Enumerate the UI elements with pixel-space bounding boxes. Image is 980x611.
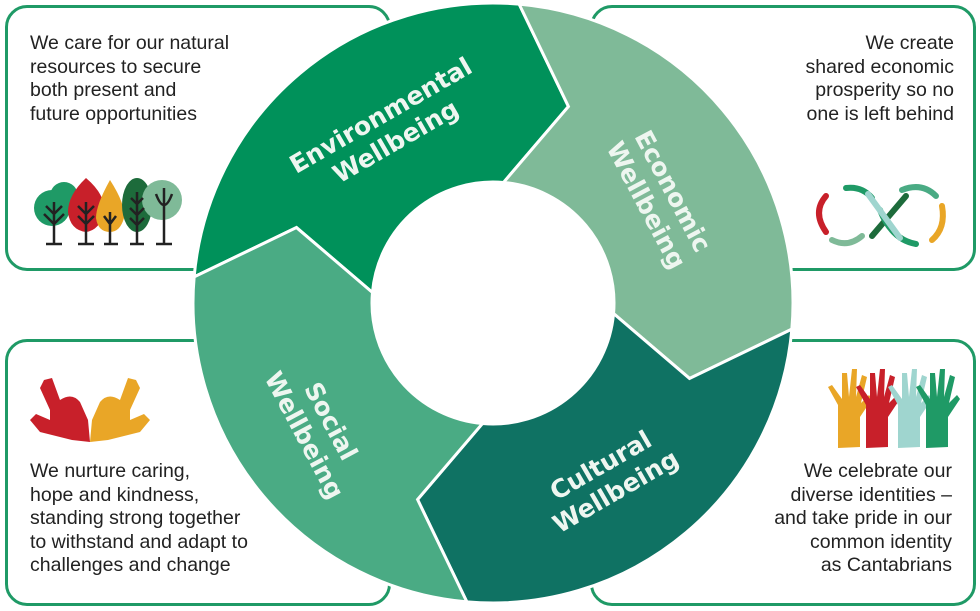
text-line: both present and	[30, 79, 177, 101]
economic-description: We create shared economic prosperity so …	[806, 32, 955, 126]
text-line: to withstand and adapt to	[30, 530, 248, 553]
text-line: common identity	[810, 530, 952, 553]
text-line: We create	[865, 32, 954, 54]
text-line: hope and kindness,	[30, 483, 200, 506]
social-description: We nurture caring, hope and kindness, st…	[30, 460, 248, 578]
heart-hands-icon	[30, 378, 150, 442]
ring-center	[373, 183, 613, 423]
text-line: challenges and change	[30, 554, 231, 576]
infinity-icon	[816, 184, 946, 247]
text-line: We care for our natural	[30, 32, 230, 54]
text-line: diverse identities –	[790, 483, 952, 506]
cultural-description: We celebrate our diverse identities – an…	[774, 460, 952, 578]
text-line: prosperity so no	[815, 79, 954, 101]
text-line: and take pride in our	[774, 507, 952, 529]
environmental-description: We care for our natural resources to sec…	[30, 32, 229, 126]
segment-economic	[500, 2, 795, 381]
trees-icon	[34, 178, 182, 246]
segment-social	[191, 225, 486, 604]
segment-cultural	[415, 310, 794, 605]
wellbeing-ring	[191, 1, 795, 605]
text-line: as Cantabrians	[820, 554, 952, 576]
text-line: We nurture caring,	[30, 460, 191, 482]
text-line: shared economic	[805, 55, 955, 78]
raised-hands-icon	[828, 369, 960, 448]
segment-environmental	[192, 1, 571, 296]
text-line: resources to secure	[30, 55, 202, 78]
text-line: We celebrate our	[803, 460, 952, 482]
text-line: standing strong together	[30, 507, 241, 529]
text-line: future opportunities	[30, 102, 197, 125]
text-line: one is left behind	[806, 102, 954, 125]
